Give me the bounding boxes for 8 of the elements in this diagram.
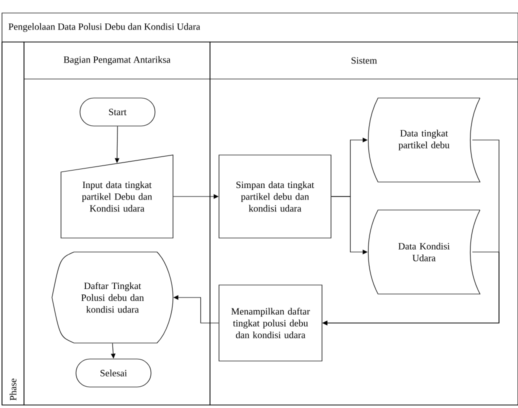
process-box: Menampilkan daftar tingkat polusi debu dan kondisi udara — [218, 284, 322, 362]
process-box: Simpan data tingkat partikel debu dan kondisi udara — [218, 154, 332, 238]
stored-data-shape: Data Kondisi Udara — [368, 210, 480, 294]
terminator: Start — [80, 98, 156, 126]
display-shape: Daftar Tingkat Polusi debu dan kondisi udara — [52, 252, 174, 344]
terminator: Selesai — [76, 358, 152, 388]
stored-data-shape: Data tingkat partikel debu — [368, 98, 480, 182]
phase-band: Phase — [2, 42, 24, 406]
